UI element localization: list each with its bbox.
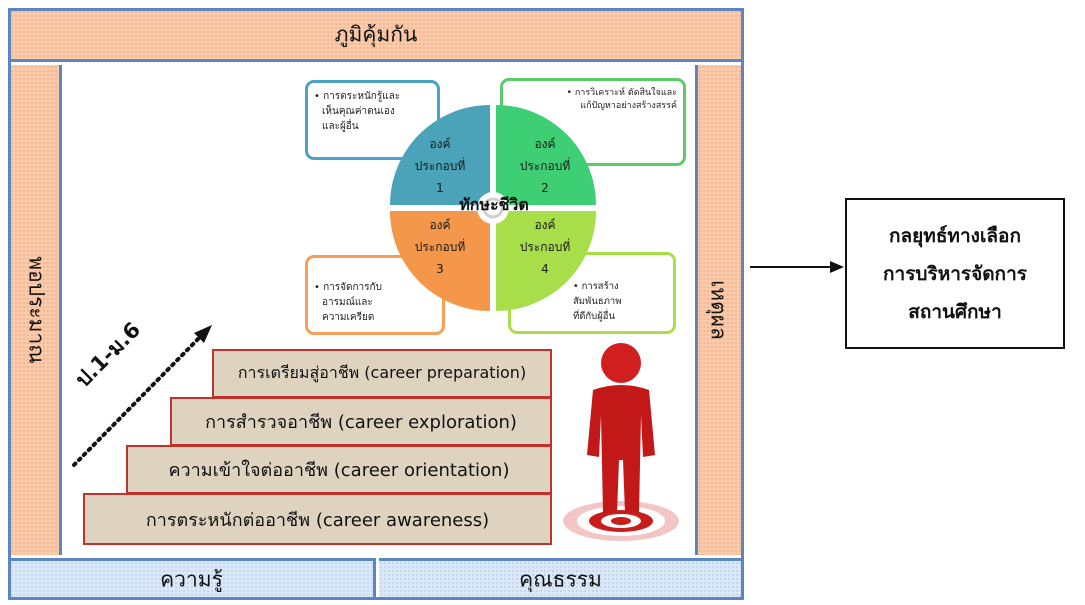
quadrant-2-label: องค์ ประกอบที่ 2	[505, 133, 585, 199]
strategy-line-1: กลยุทธ์ทางเลือก	[889, 224, 1021, 247]
person-body	[587, 385, 655, 513]
quadrant-1-line1: องค์	[429, 137, 451, 151]
callout-1-line3: และผู้อื่น	[322, 121, 359, 132]
stair-career-awareness: การตระหนักต่ออาชีพ (career awareness)	[83, 493, 552, 545]
right-band	[695, 65, 742, 555]
wheel-hub	[477, 192, 509, 224]
wheel-center-title: ทักษะชีวิต	[459, 195, 529, 214]
callout-3-line3: ความเครียด	[322, 312, 375, 323]
quadrant-1-number: 1	[436, 181, 444, 195]
quadrant-1-label: องค์ ประกอบที่ 1	[400, 133, 480, 199]
top-band: ภูมิคุ้มกัน	[10, 10, 742, 62]
callout-4-line1: • การสร้างสัมพันธภาพ	[573, 281, 622, 307]
quadrant-3-line2: ประกอบที่	[414, 240, 466, 254]
quadrant-3-label: องค์ ประกอบที่ 3	[400, 214, 480, 280]
person-head	[601, 343, 641, 383]
callout-4-line2: ที่ดีกับผู้อื่น	[573, 311, 615, 322]
bottom-left-band: ความรู้	[10, 558, 376, 598]
person-on-target	[563, 343, 679, 541]
strategy-line-2: การบริหารจัดการ	[883, 262, 1027, 285]
quadrant-4-label: องค์ ประกอบที่ 4	[505, 214, 585, 280]
quadrant-4-number: 4	[541, 262, 549, 276]
bottom-right-band: คุณธรรม	[379, 558, 742, 598]
quadrant-1-line2: ประกอบที่	[414, 159, 466, 173]
quadrant-2-line1: องค์	[534, 137, 556, 151]
quadrant-4-line1: องค์	[534, 218, 556, 232]
quadrant-3-line1: องค์	[429, 218, 451, 232]
band-top-label: ภูมิคุ้มกัน	[334, 22, 418, 46]
callout-1-line2: เห็นคุณค่าตนเอง	[322, 106, 395, 117]
strategy-line-3: สถานศึกษา	[908, 300, 1002, 323]
band-bottom-left-label: ความรู้	[160, 567, 223, 591]
outer-frame	[8, 8, 744, 600]
levels-arrow	[72, 325, 212, 467]
callout-3-line2: อารมณ์และ	[322, 297, 373, 308]
wheel-quadrant-2	[496, 105, 596, 205]
strategy-box: กลยุทธ์ทางเลือก การบริหารจัดการ สถานศึกษ…	[845, 198, 1065, 349]
wheel-quadrant-3	[390, 211, 490, 311]
callout-2-line2: แก้ปัญหาอย่างสร้างสรรค์	[580, 101, 677, 111]
quadrant-4-line2: ประกอบที่	[519, 240, 571, 254]
wheel-quadrant-4	[496, 211, 596, 311]
callout-3-line1: • การจัดการกับ	[314, 282, 382, 293]
stair-career-exploration: การสำรวจอาชีพ (career exploration)	[170, 397, 552, 446]
wheel-quadrant-1	[390, 105, 490, 205]
target-bullseye	[611, 517, 631, 525]
callout-1-line1: • การตระหนักรู้และ	[314, 91, 401, 102]
callout-2-line1: • การวิเคราะห์ ตัดสินใจและ	[566, 88, 677, 98]
quadrant-3-number: 3	[436, 262, 444, 276]
stair-career-preparation: การเตรียมสู่อาชีพ (career preparation)	[212, 349, 552, 398]
strategy-arrow	[750, 261, 844, 273]
quadrant-2-number: 2	[541, 181, 549, 195]
quadrant-2-line2: ประกอบที่	[519, 159, 571, 173]
stair-career-orientation: ความเข้าใจต่ออาชีพ (career orientation)	[126, 445, 552, 494]
band-bottom-right-label: คุณธรรม	[519, 567, 602, 591]
levels-arrow-head	[194, 325, 212, 343]
wheel-hub-ring	[482, 197, 504, 219]
life-skills-wheel	[390, 105, 596, 311]
levels-arrow-line	[72, 333, 204, 467]
strategy-arrow-head	[830, 261, 844, 273]
left-band	[10, 65, 62, 555]
